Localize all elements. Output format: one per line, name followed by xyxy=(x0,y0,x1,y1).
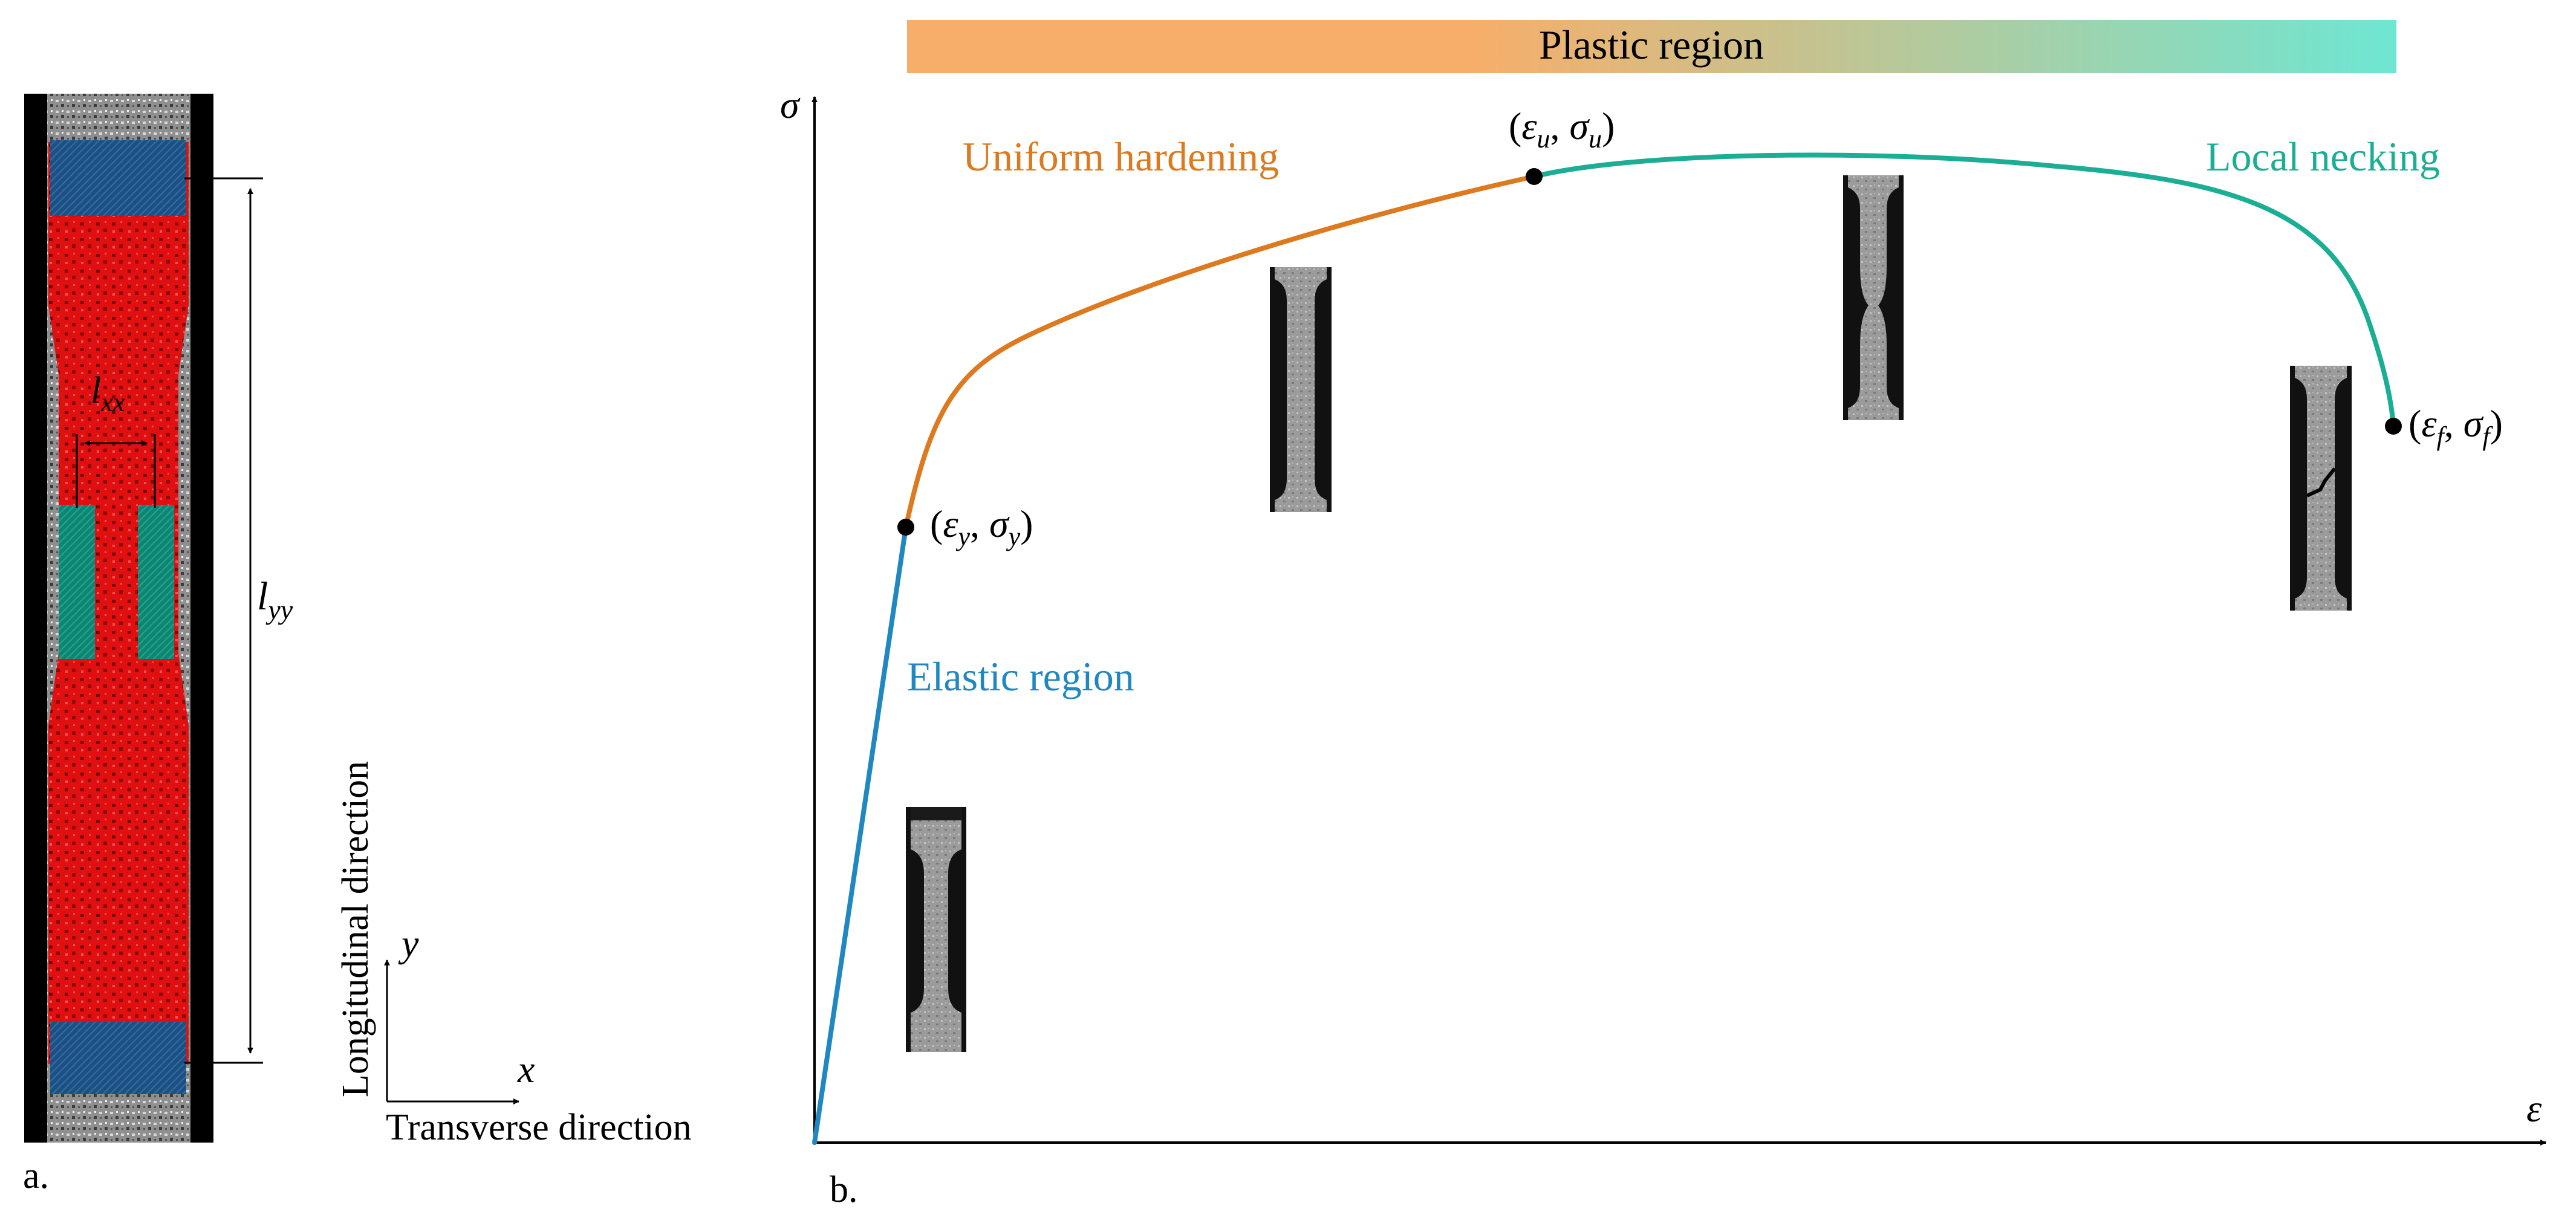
svg-text:lxx: lxx xyxy=(91,370,125,417)
specimen-photo-hardening xyxy=(1270,267,1332,512)
panel-b-label: b. xyxy=(830,1169,858,1210)
local-necking-label: Local necking xyxy=(2206,134,2440,180)
plastic-region-label: Plastic region xyxy=(1539,22,1764,68)
region-labels: Uniform hardening Local necking Elastic … xyxy=(907,134,2440,699)
ultimate-point-label: (εu, σu) xyxy=(1509,105,1615,154)
fracture-point-label: (εf, σf) xyxy=(2408,402,2503,451)
lyy-label-sub: yy xyxy=(265,594,293,625)
dic-strain-field xyxy=(48,142,189,1064)
panel-a: lxx lyy y x Transverse direction Longitu… xyxy=(23,94,692,1196)
elastic-segment xyxy=(812,525,908,1145)
yield-eps: ε xyxy=(943,502,958,545)
plastic-region-banner: Plastic region xyxy=(907,20,2396,73)
ultimate-sig: σ xyxy=(1570,105,1590,148)
fracture-point-marker xyxy=(2385,418,2402,435)
longitudinal-direction-caption: Longitudinal direction xyxy=(335,761,376,1097)
ultimate-eps-sub: u xyxy=(1537,124,1550,154)
lyy-dimension: lyy xyxy=(184,177,293,1064)
key-points: (εy, σy) (εu, σu) (εf, σf) xyxy=(897,105,2503,551)
ultimate-eps: ε xyxy=(1521,105,1537,148)
necking-segment xyxy=(1532,152,2396,429)
panel-a-label: a. xyxy=(23,1155,49,1196)
axes: σ ε xyxy=(780,83,2546,1146)
svg-text:lyy: lyy xyxy=(257,574,293,625)
direction-axes: y x Transverse direction Longitudinal di… xyxy=(335,761,692,1148)
yield-sig-sub: y xyxy=(1006,522,1021,551)
elastic-region-label: Elastic region xyxy=(907,654,1134,699)
lxx-dimension: lxx xyxy=(76,370,156,508)
left-width-marker xyxy=(59,505,95,659)
fracture-eps: ε xyxy=(2421,402,2437,445)
yield-eps-sub: y xyxy=(956,522,971,551)
yield-point-label: (εy, σy) xyxy=(930,502,1033,551)
y-axis-letter: y xyxy=(398,922,419,965)
top-grip-marker xyxy=(50,140,186,216)
dic-specimen-image xyxy=(24,94,213,1143)
ultimate-point-marker xyxy=(1526,168,1543,185)
lyy-label-base: l xyxy=(257,574,268,618)
yield-point-marker xyxy=(897,519,914,536)
specimen-photo-necking xyxy=(1843,175,1904,420)
transverse-direction-caption: Transverse direction xyxy=(386,1107,692,1148)
specimen-photo-fractured xyxy=(2290,366,2352,611)
lxx-label-base: l xyxy=(91,370,101,411)
bottom-grip-marker xyxy=(50,1022,186,1094)
epsilon-axis-label: ε xyxy=(2526,1087,2542,1130)
fracture-sig: σ xyxy=(2464,402,2484,445)
stress-strain-curve xyxy=(812,152,2396,1145)
yield-sig: σ xyxy=(989,502,1010,545)
panel-b: Plastic region σ ε (εy, σy) (εu, σu) (εf… xyxy=(780,20,2546,1210)
uniform-hardening-label: Uniform hardening xyxy=(963,134,1279,180)
sigma-axis-label: σ xyxy=(780,83,801,126)
specimen-photo-elastic xyxy=(906,807,966,1052)
hardening-segment xyxy=(903,174,1537,530)
x-axis-letter: x xyxy=(517,1048,535,1091)
ultimate-sig-sub: u xyxy=(1589,124,1602,154)
right-width-marker xyxy=(138,505,174,659)
lxx-label-sub: xx xyxy=(100,388,125,417)
